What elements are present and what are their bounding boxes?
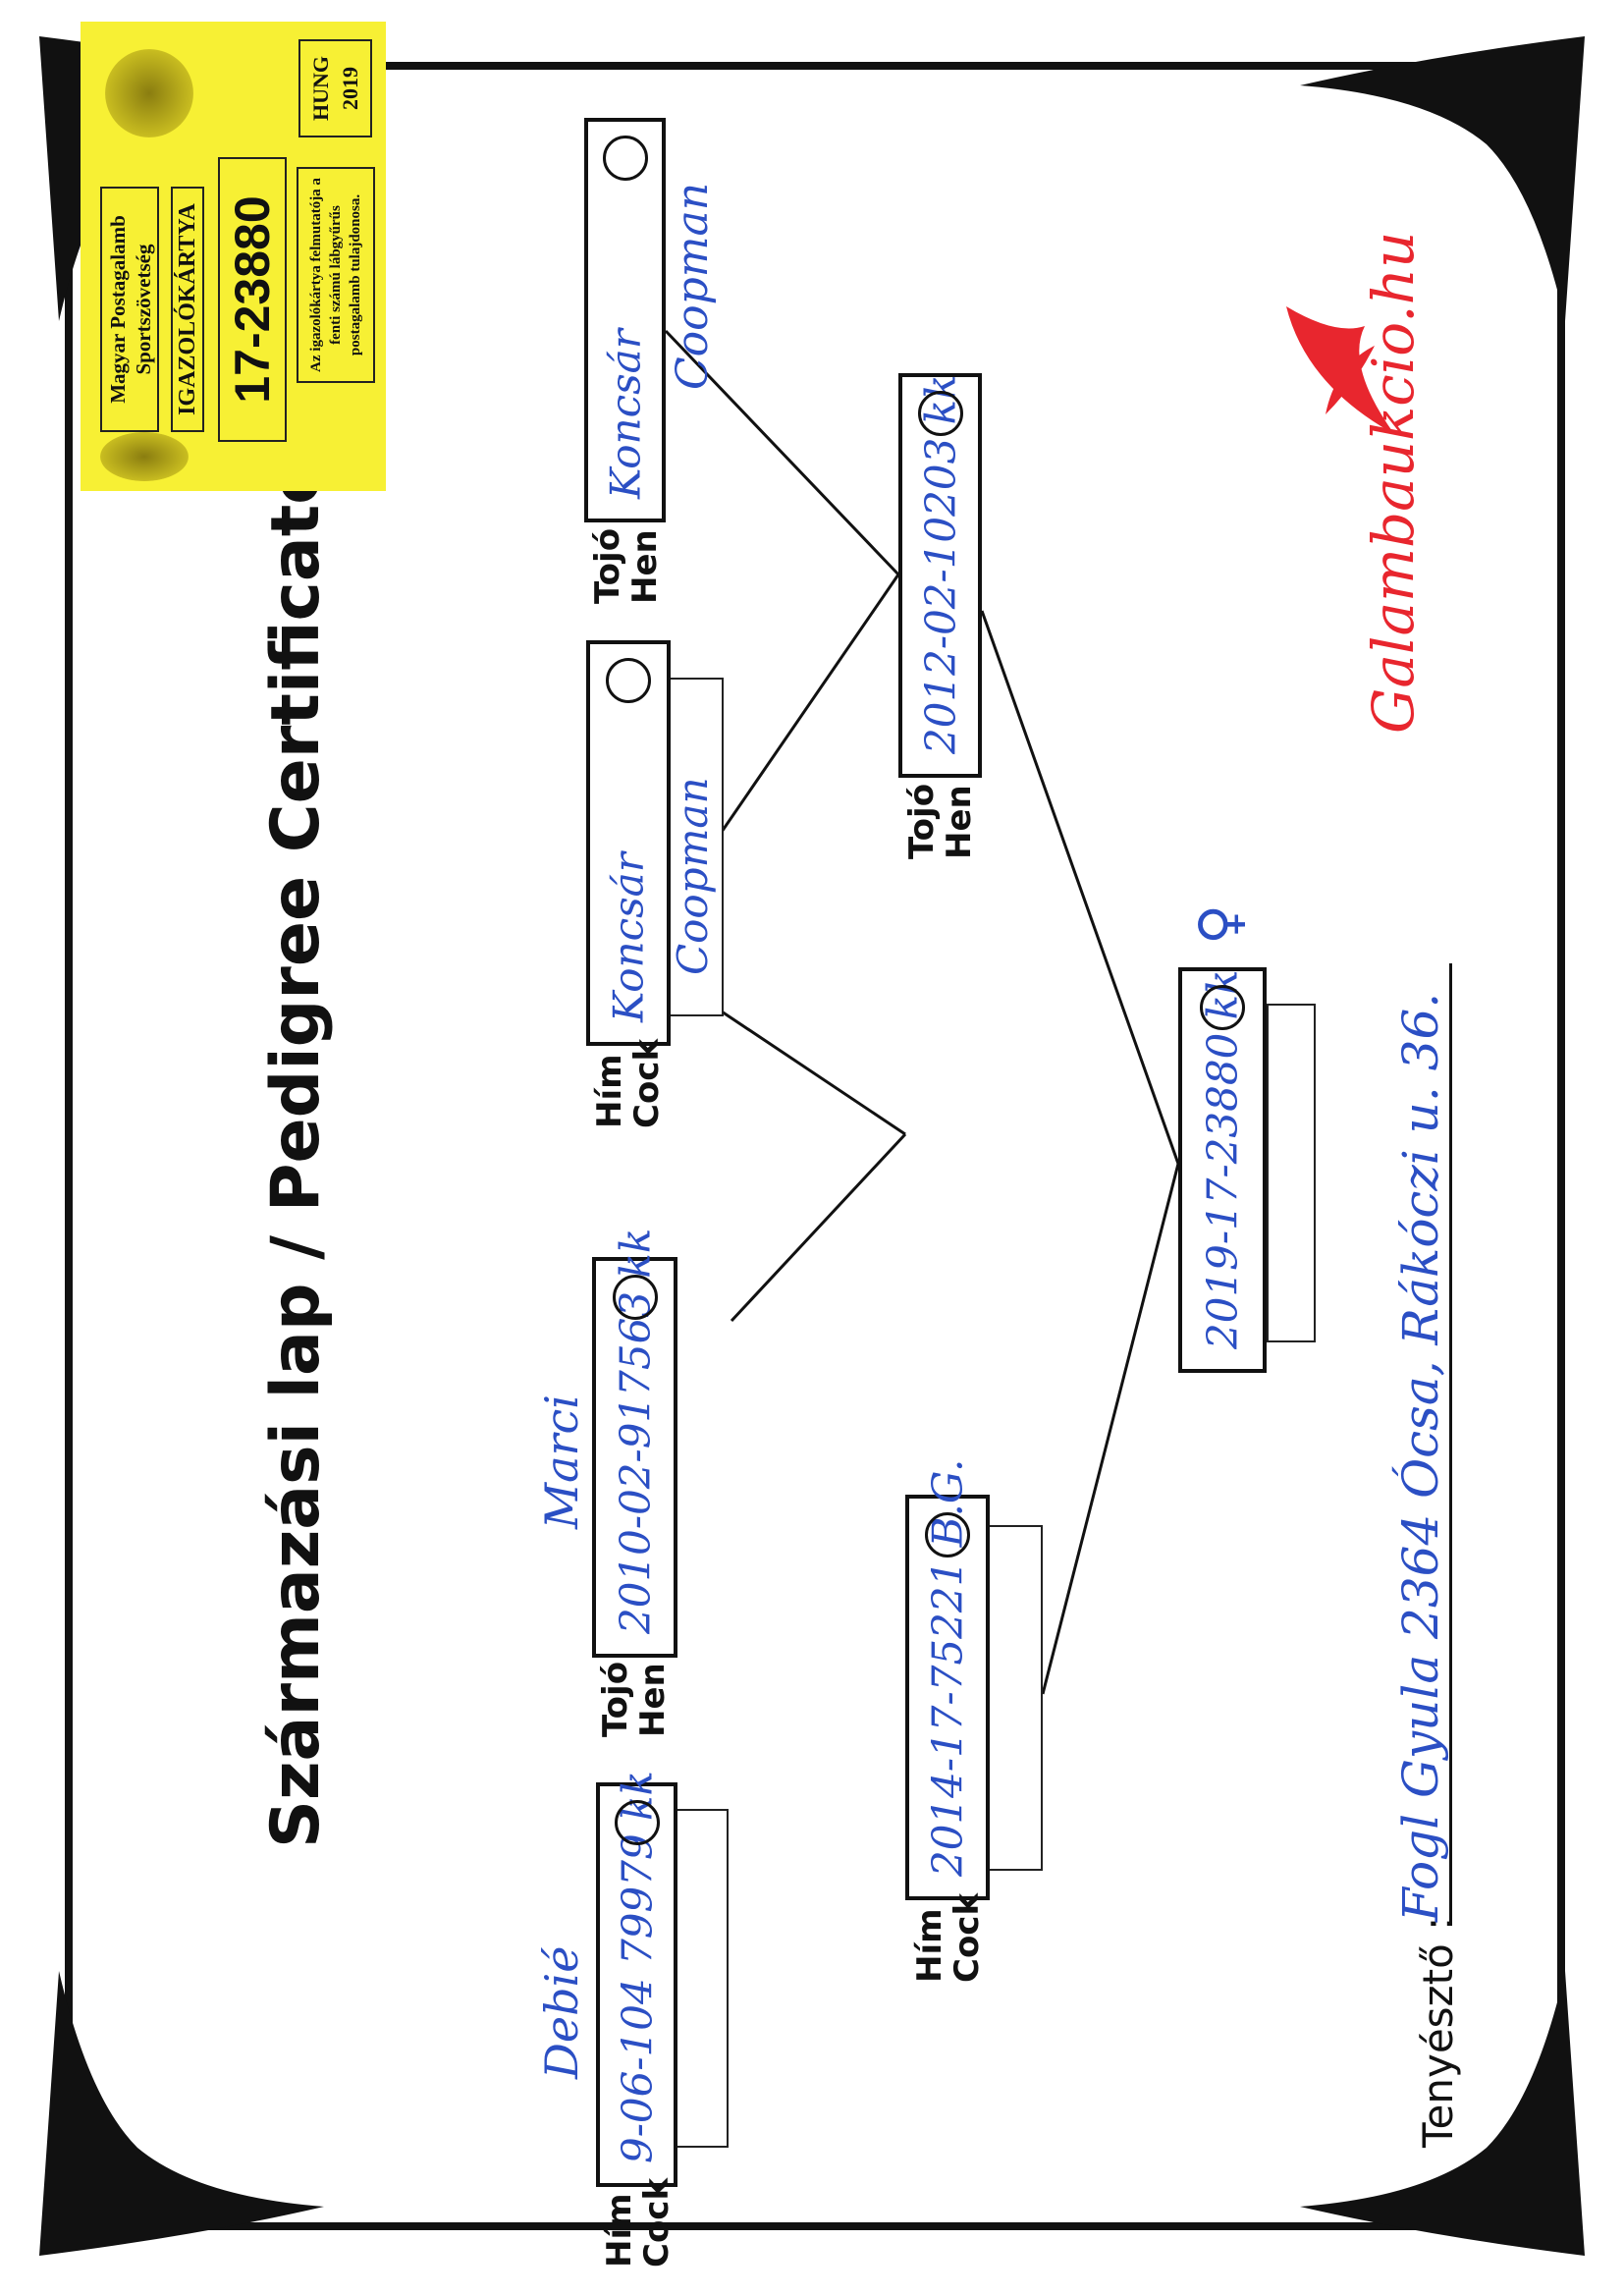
id-card-type: IGAZOLÓKÁRTYA — [171, 187, 204, 432]
dam-sire-box: Koncsár — [586, 640, 671, 1046]
sire-dam-name: Marci — [535, 1394, 588, 1529]
main-shadow — [1267, 1004, 1316, 1342]
dam-dam-ring: Koncsár — [601, 329, 649, 499]
id-card-country-year: HUNG 2019 — [298, 39, 372, 137]
dam-sire-sex-label: Hím Cock — [590, 1038, 667, 1128]
id-card: Magyar Postagalamb Sportszövetség IGAZOL… — [81, 22, 386, 491]
ring-circle-icon — [925, 1512, 970, 1557]
dam-dam-sex-label: Tojó Hen — [588, 527, 665, 604]
bird-logo-icon — [1286, 306, 1394, 434]
main-pigeon-box: 2019-17-23880 kk — [1178, 967, 1267, 1373]
emblem-icon — [105, 49, 193, 137]
female-symbol-icon: ♀ — [1188, 904, 1252, 945]
sire-box: 2014-17-75221 B.G. — [905, 1459, 990, 1900]
sire-dam-sex-label: Tojó Hen — [596, 1661, 673, 1737]
logo-text: Galambaukcio.hu — [1360, 231, 1427, 734]
dam-sex-label: Tojó Hen — [902, 783, 979, 859]
ring-circle-icon — [602, 136, 648, 181]
page-title: Származási lap / Pedigree Certificate — [257, 459, 335, 1848]
sire-sire-sex-label: Hím Cock — [600, 2177, 677, 2268]
dam-sire-shadow: Coopman — [663, 678, 724, 1016]
ring-circle-icon — [614, 1800, 660, 1845]
sire-sex-label: Hím Cock — [910, 1892, 987, 1983]
dam-dam-box: Koncsár — [584, 118, 666, 522]
breeder-label: Tenyésztő : — [1414, 1916, 1462, 2148]
id-card-org: Magyar Postagalamb Sportszövetség — [100, 187, 159, 432]
id-card-number: 17-23880 — [218, 157, 287, 442]
ring-circle-icon — [917, 391, 963, 436]
dam-box: 2012-02-10203 kk — [898, 373, 982, 778]
breeder-value: Fogl Gyula 2364 Ócsa, Rákóczi u. 36. — [1392, 962, 1452, 1922]
logo-icon — [100, 432, 189, 481]
sire-sire-box: 9-06-104 79979 kk — [596, 1771, 677, 2187]
ring-circle-icon — [606, 658, 651, 703]
dam-sire-ring: Koncsár — [604, 852, 653, 1022]
sire-dam-box: 2010-02-917563 kk — [592, 1229, 677, 1658]
dam-dam-note: Coopman — [668, 182, 718, 390]
ring-circle-icon — [1200, 985, 1245, 1030]
ring-circle-icon — [612, 1275, 658, 1320]
dam-sire-note: Coopman — [669, 777, 717, 975]
sire-shadow — [982, 1525, 1043, 1871]
sire-sire-name: Debié — [535, 1945, 588, 2079]
id-card-note: Az igazolókártya felmutatója a fenti szá… — [297, 167, 375, 383]
